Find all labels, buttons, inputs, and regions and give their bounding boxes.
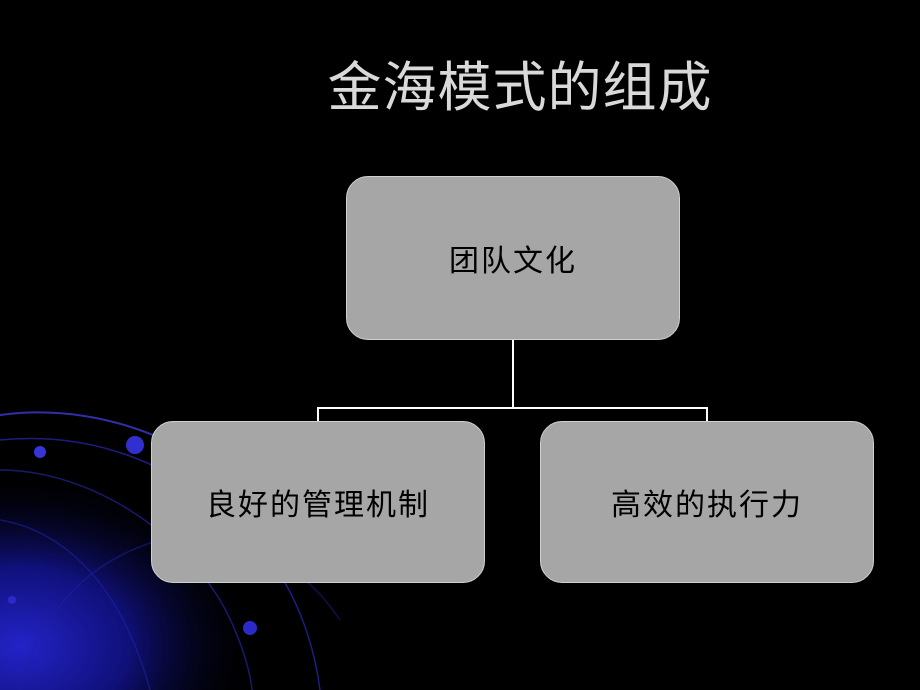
decor-dot [243,621,257,635]
slide-title: 金海模式的组成 [327,56,713,119]
node-root: 团队文化 [346,176,680,340]
decor-dot [126,436,144,454]
decor-dot [34,446,46,458]
node-child-right: 高效的执行力 [540,421,874,583]
node-root-label: 团队文化 [449,244,577,279]
decor-dot [8,596,16,604]
node-child-left-label: 良好的管理机制 [206,488,430,523]
node-child-left: 良好的管理机制 [151,421,485,583]
node-child-right-label: 高效的执行力 [611,488,803,523]
